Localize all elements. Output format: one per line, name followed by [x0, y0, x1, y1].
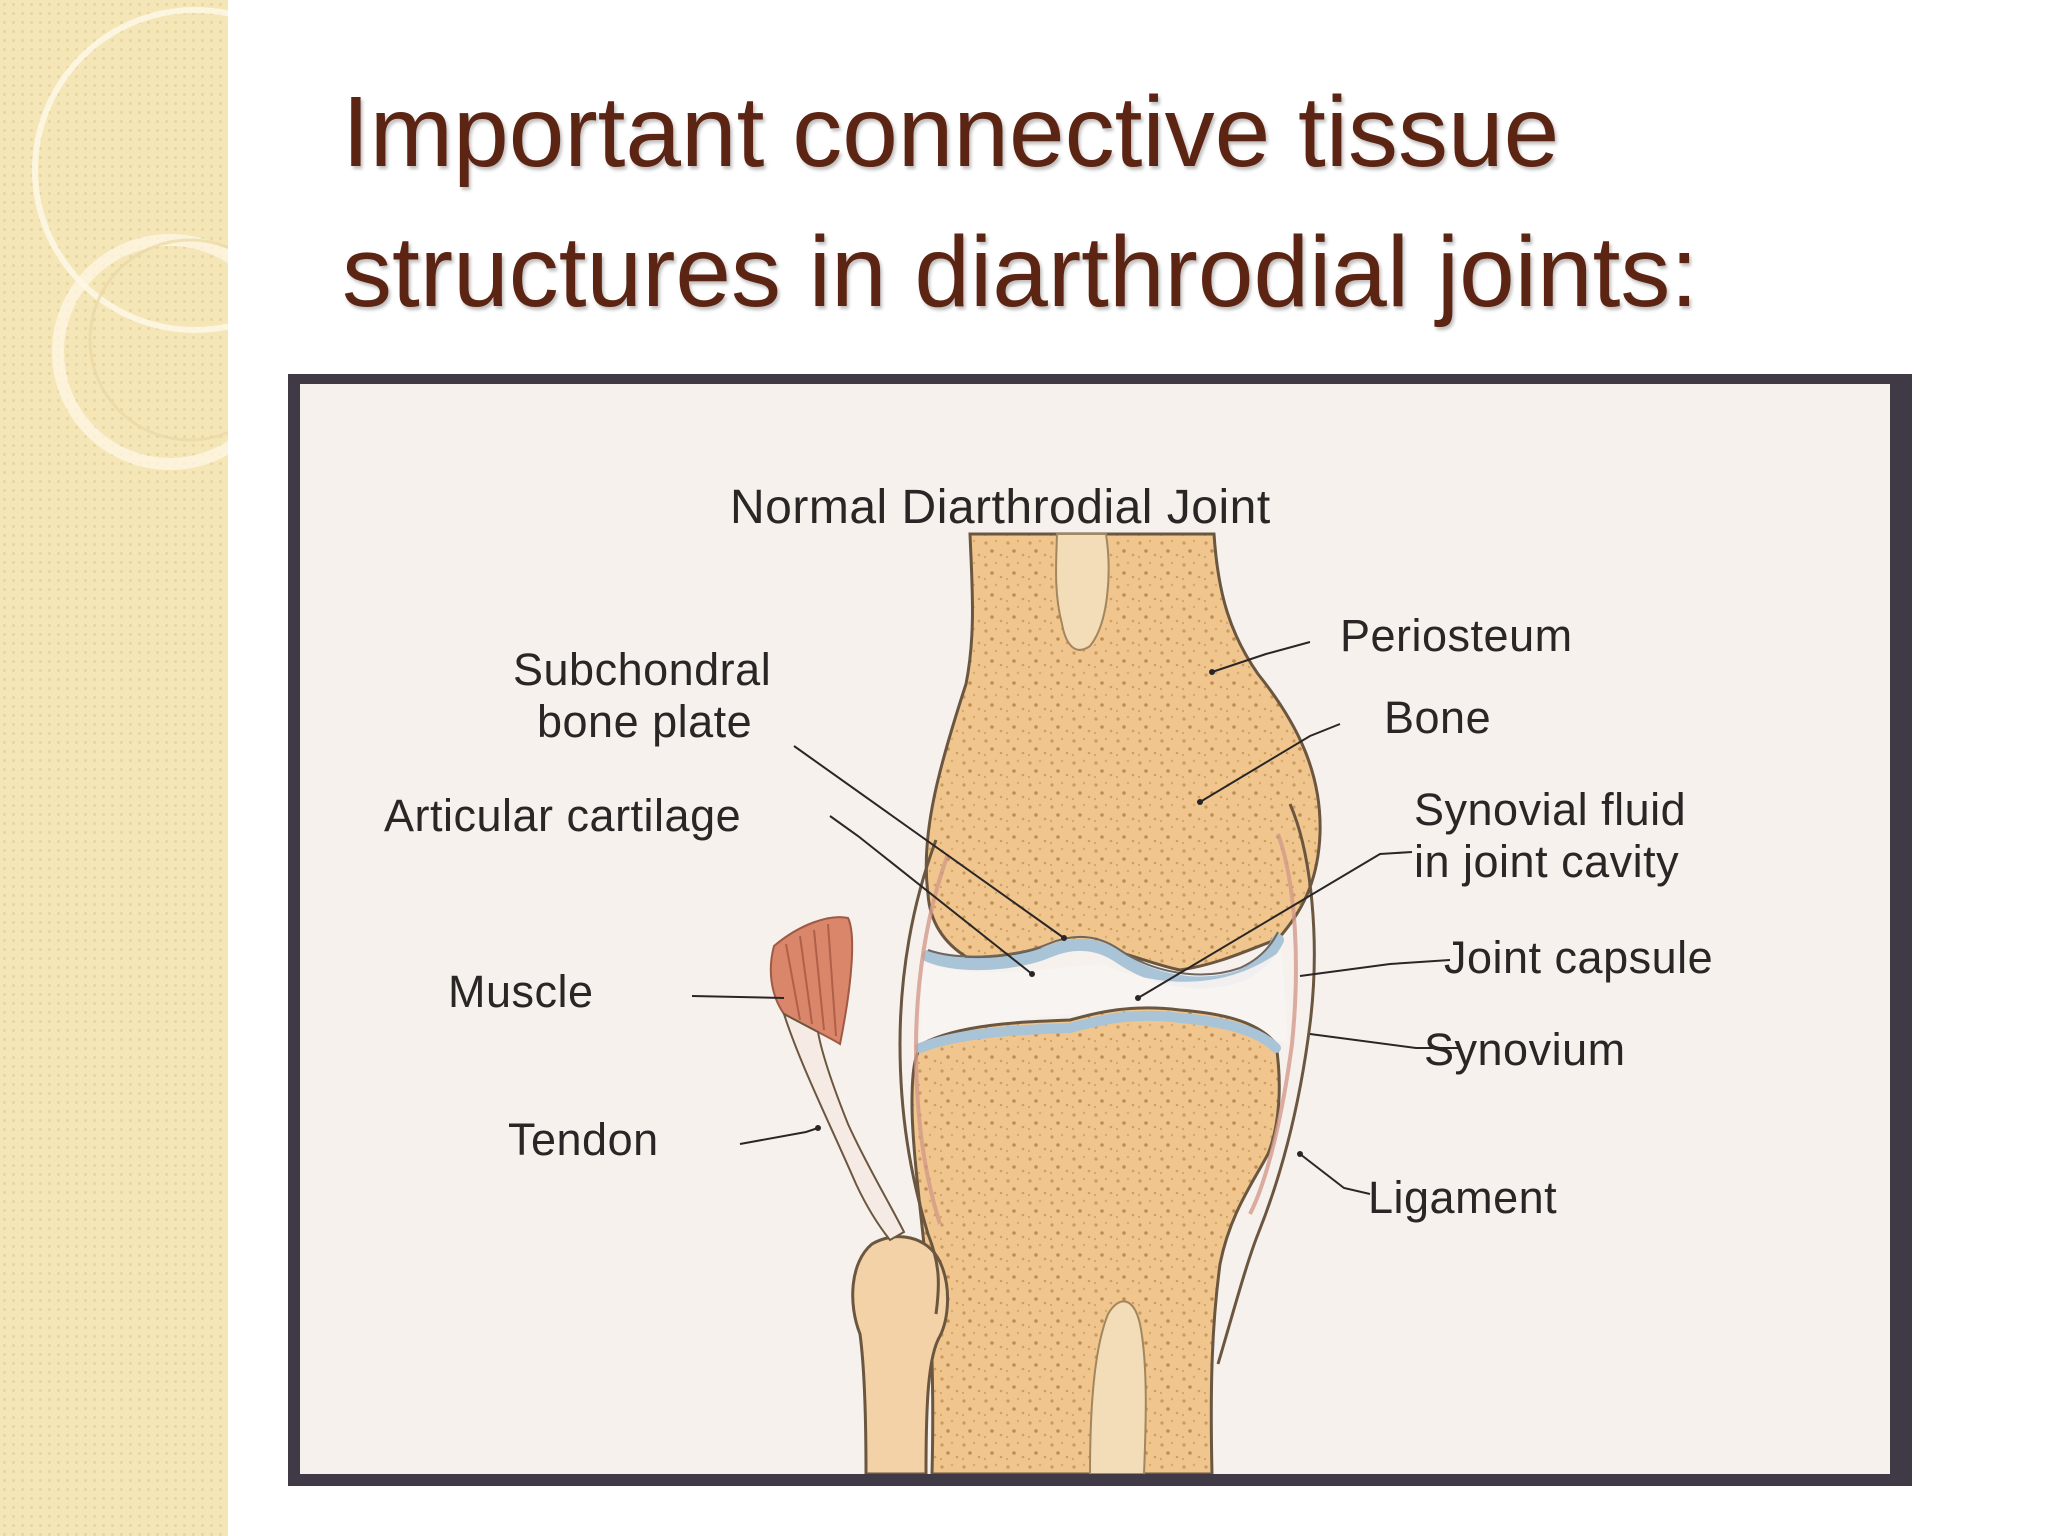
label-subchondral-line-1: Subchondral	[513, 644, 772, 695]
leader-dots	[815, 669, 1303, 1157]
joint-capsule-outline-left	[898, 839, 940, 1315]
fibula-bone	[851, 1235, 950, 1474]
label-muscle: Muscle	[448, 966, 594, 1017]
label-articular-cartilage: Articular cartilage	[384, 790, 742, 841]
label-synovial-fluid-line-2: in joint cavity	[1414, 836, 1680, 887]
decorative-sidebar	[0, 0, 228, 1536]
joint-capsule-outline	[1216, 803, 1316, 1365]
label-synovial-fluid: Synovial fluid in joint cavity	[1414, 784, 1686, 888]
leader-lines	[691, 641, 1458, 1195]
tibia-bone	[910, 1006, 1281, 1474]
slide-title-line-2: structures in diarthrodial joints:	[342, 216, 1699, 328]
tibia-marrow-cavity	[1088, 1300, 1147, 1474]
label-ligament: Ligament	[1368, 1172, 1558, 1223]
slide-title-line-1: Important connective tissue	[342, 76, 1560, 188]
diagram-title: Normal Diarthrodial Joint	[730, 481, 1271, 534]
tibia-cartilage	[915, 1010, 1281, 1053]
muscle-tissue	[769, 916, 854, 1046]
joint-illustration	[691, 532, 1458, 1474]
decorative-rings	[32, 7, 228, 470]
synovium-outline-right	[1248, 833, 1298, 1215]
label-subchondral-line-2: bone plate	[537, 696, 753, 747]
tendon-tissue	[782, 1011, 906, 1242]
muscle-striations	[785, 923, 837, 1037]
label-joint-capsule: Joint capsule	[1444, 932, 1714, 983]
label-tendon: Tendon	[508, 1114, 659, 1165]
figure-frame: Normal Diarthrodial Joint Subchondral bo…	[288, 374, 1912, 1486]
femur-marrow-cavity	[1055, 533, 1110, 651]
label-bone: Bone	[1384, 692, 1492, 743]
subchondral-line-upper	[927, 931, 1279, 976]
femur-bone	[924, 532, 1322, 972]
synovium-outline-left	[913, 853, 950, 1225]
label-periosteum: Periosteum	[1340, 610, 1573, 661]
joint-cavity	[920, 950, 1288, 1052]
joint-diagram: Normal Diarthrodial Joint Subchondral bo…	[300, 384, 1890, 1474]
label-synovium: Synovium	[1424, 1024, 1626, 1075]
label-synovial-fluid-line-1: Synovial fluid	[1414, 784, 1687, 835]
label-subchondral-bone-plate: Subchondral bone plate	[513, 644, 771, 748]
slide-title: Important connective tissue structures i…	[342, 62, 1992, 342]
